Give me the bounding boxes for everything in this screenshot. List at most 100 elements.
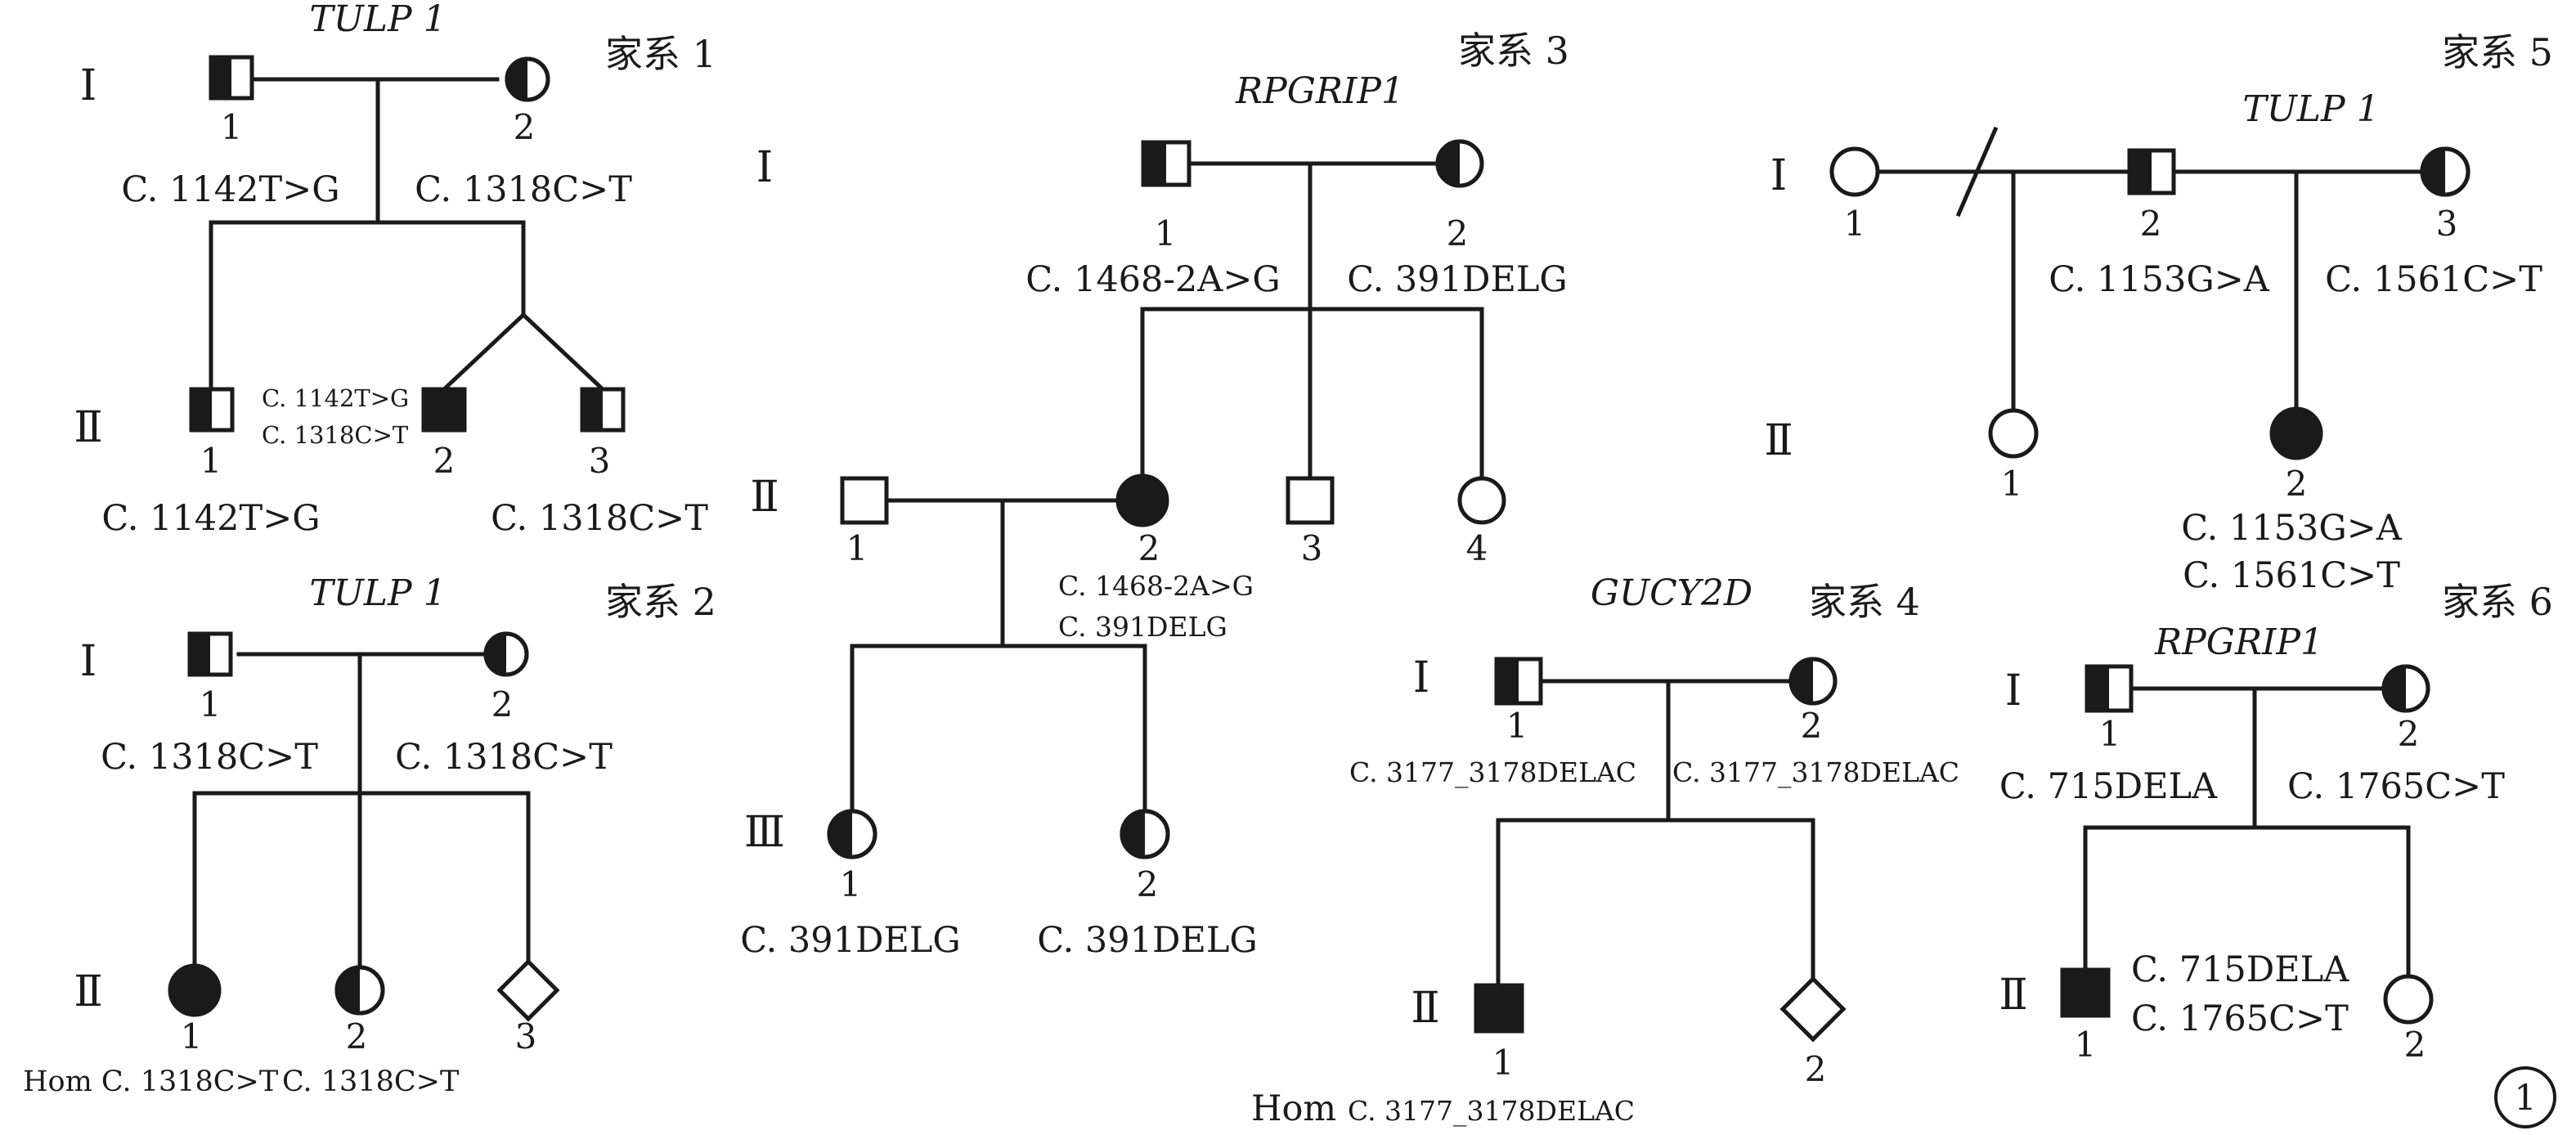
family-1-II-1-male-carrier: [189, 387, 235, 433]
family-3-II-3-number: 3: [1301, 528, 1323, 568]
family-2-II-1-variant: Hom C. 1318C>T: [23, 1065, 278, 1098]
family-5-title: 家系 5: [2442, 30, 2553, 74]
family-2-I-1-male-carrier: [187, 631, 233, 677]
family-2-II-2-number: 2: [346, 1016, 368, 1056]
family-1-II-3-male-carrier: [580, 387, 626, 433]
family-5-connector-lines: [1875, 126, 2421, 415]
family-2-II-2-variant: C. 1318C>T: [282, 1065, 459, 1098]
family-5-II-1-female-unaffected: [1988, 408, 2039, 459]
family-5-divorce-mark: [1955, 126, 1999, 218]
family-2-I-1-number: 1: [200, 684, 222, 725]
family-1-I-2-variant: C. 1318C>T: [415, 169, 632, 210]
family-6-I-1-number: 1: [2099, 714, 2121, 754]
family-3-II-3-male-unaffected: [1286, 476, 1335, 525]
family-3-III-1-female-carrier: [827, 809, 877, 859]
family-3-III-2-variant: C. 391DELG: [1037, 920, 1258, 961]
family-3-II-2-variant-b: C. 391DELG: [1058, 611, 1227, 643]
family-4-I-2-variant: C. 3177_3178DELAC: [1672, 756, 1959, 789]
family-1-generation-II: Ⅱ: [74, 403, 102, 452]
family-6-I-2-number: 2: [2398, 714, 2420, 754]
family-3-II-4-number: 4: [1466, 528, 1488, 568]
family-3-II-2-female-affected: [1115, 473, 1169, 527]
family-4-generation-II: Ⅱ: [1411, 984, 1439, 1033]
family-3: RPGRIP1 家系 3 Ⅰ Ⅱ Ⅲ 1 C. 1468-2A>G: [740, 29, 1569, 961]
family-3-II-1-male-unaffected: [840, 476, 889, 525]
family-4-I-2-female-carrier: [1788, 657, 1838, 706]
family-1-II-1-variant-below: C. 1142T>G: [101, 498, 320, 539]
family-5-I-2-male-carrier: [2127, 148, 2176, 195]
family-4-gene-label: GUCY2D: [1591, 572, 1752, 614]
family-2-title: 家系 2: [605, 580, 716, 624]
family-1-I-1-male-carrier: [209, 55, 254, 101]
family-2-II-3-number: 3: [515, 1016, 537, 1056]
family-4-I-1-number: 1: [1506, 706, 1528, 746]
family-3-connector-lines: [850, 161, 1484, 814]
family-6-I-1-variant: C. 715DELA: [1999, 766, 2218, 807]
family-3-generation-II: Ⅱ: [750, 473, 779, 522]
family-1-II-3-variant: C. 1318C>T: [491, 498, 708, 539]
family-1-I-2-number: 2: [514, 107, 536, 147]
family-6-II-1-male-affected: [2060, 967, 2111, 1018]
family-4-II-1-male-affected: [1474, 983, 1524, 1034]
family-1-gene-label: TULP 1: [309, 0, 446, 40]
family-5-II-2-variant-b: C. 1561C>T: [2183, 555, 2400, 596]
family-3-title: 家系 3: [1458, 29, 1569, 73]
family-5-generation-I: Ⅰ: [1770, 151, 1788, 200]
family-2-II-2-female-carrier: [334, 965, 385, 1016]
family-1-generation-I: Ⅰ: [80, 61, 97, 110]
family-3-III-2-number: 2: [1137, 864, 1159, 904]
family-3-II-4-female-unaffected: [1457, 476, 1506, 525]
family-6-II-2-female-unaffected: [2383, 974, 2434, 1025]
family-2-II-1-female-affected: [168, 963, 222, 1017]
family-1-title: 家系 1: [605, 32, 716, 76]
family-2-gene-label: TULP 1: [309, 572, 446, 614]
family-2: TULP 1 家系 2 Ⅰ Ⅱ 1 C. 1318C>T 2 C. 1318C>…: [23, 572, 716, 1098]
family-3-II-1-number: 1: [846, 528, 868, 568]
family-5-I-3-number: 3: [2436, 204, 2458, 244]
figure-number-badge: 1: [2494, 1066, 2556, 1128]
family-3-III-1-variant: C. 391DELG: [740, 920, 961, 961]
family-5-I-2-number: 2: [2140, 204, 2162, 244]
family-5-I-1-number: 1: [1844, 204, 1866, 244]
family-4-II-2-diamond-unknown-sex: [1779, 976, 1847, 1043]
family-5-I-1-female-unaffected: [1829, 146, 1880, 197]
family-3-III-2-female-carrier: [1120, 809, 1170, 859]
family-1-I-1-number: 1: [221, 107, 243, 147]
family-3-II-2-number: 2: [1138, 528, 1160, 568]
family-1-II-2-male-affected: [421, 387, 467, 433]
family-1-II-1-number: 1: [200, 441, 222, 481]
family-3-I-1-number: 1: [1155, 213, 1177, 253]
family-4: GUCY2D 家系 4 Ⅰ Ⅱ 1 C. 3177_3178DELAC 2 C.…: [1251, 572, 1959, 1129]
family-1-II-1-variant-b: C. 1318C>T: [262, 421, 409, 449]
family-4-I-2-number: 2: [1801, 706, 1823, 746]
family-2-I-2-variant: C. 1318C>T: [395, 737, 613, 778]
family-5-I-2-variant: C. 1153G>A: [2049, 259, 2270, 300]
family-3-I-2-female-carrier: [1435, 139, 1484, 188]
family-3-I-2-number: 2: [1447, 213, 1469, 253]
family-1-II-2-number: 2: [433, 441, 456, 481]
family-5-II-1-number: 1: [2001, 464, 2023, 504]
family-2-II-1-number: 1: [181, 1016, 203, 1056]
family-6-II-1-number: 1: [2075, 1025, 2097, 1065]
family-2-I-2-female-carrier: [483, 631, 529, 677]
family-2-generation-II: Ⅱ: [74, 967, 102, 1016]
family-5-generation-II: Ⅱ: [1764, 416, 1793, 465]
family-2-II-3-diamond-unknown-sex: [496, 958, 560, 1022]
family-1: TULP 1 家系 1 Ⅰ Ⅱ 1 C. 1142T>G 2 C. 1318C>…: [74, 0, 716, 539]
family-6-II-1-variant-a: C. 715DELA: [2131, 949, 2349, 990]
family-4-I-1-variant: C. 3177_3178DELAC: [1349, 756, 1636, 789]
family-4-generation-I: Ⅰ: [1413, 653, 1430, 702]
family-3-I-1-male-carrier: [1141, 140, 1192, 187]
family-4-II-2-number: 2: [1805, 1049, 1827, 1089]
family-5-I-3-female-carrier: [2420, 146, 2471, 197]
family-6-generation-II: Ⅱ: [1999, 971, 2027, 1020]
family-6-connector-lines: [2083, 686, 2411, 979]
family-6-generation-I: Ⅰ: [2005, 666, 2022, 716]
family-5-gene-label: TULP 1: [2242, 88, 2379, 130]
family-3-III-1-number: 1: [840, 864, 862, 904]
family-3-I-1-variant: C. 1468-2A>G: [1025, 259, 1280, 300]
family-6-I-2-variant: C. 1765C>T: [2287, 766, 2505, 807]
family-5-I-3-variant: C. 1561C>T: [2325, 259, 2542, 300]
family-5: TULP 1 家系 5 Ⅰ Ⅱ 1 2 C. 1153G>A 3 C. 1561: [1764, 30, 2553, 596]
